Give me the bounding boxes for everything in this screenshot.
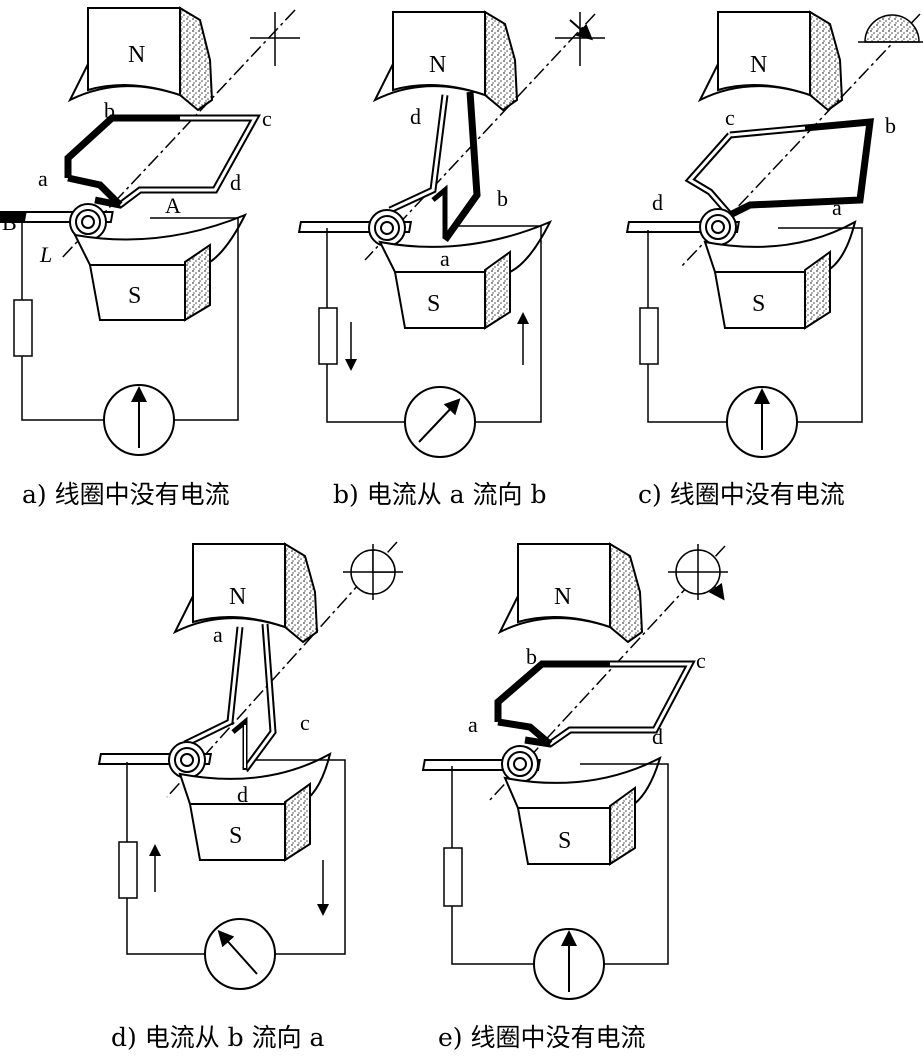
- south-label: S: [752, 291, 765, 317]
- commutator-spring: [625, 208, 741, 246]
- label-A: A: [165, 193, 181, 218]
- caption-b: b) 电流从 a 流向 b: [333, 480, 546, 509]
- south-magnet: S: [178, 752, 332, 862]
- circuit: [318, 225, 542, 458]
- label-a: a: [38, 166, 48, 191]
- circuit: [639, 227, 863, 458]
- panel-e: N S: [421, 542, 728, 1052]
- label-d: d: [230, 170, 241, 195]
- coil-loop: [183, 623, 277, 773]
- coil-loop: [388, 91, 481, 243]
- resistor: [639, 307, 659, 365]
- south-label: S: [427, 291, 440, 317]
- south-magnet: S: [73, 213, 248, 322]
- south-magnet: S: [378, 220, 553, 330]
- label-a: a: [832, 195, 842, 220]
- circuit: [13, 217, 239, 456]
- coil-loop: [494, 660, 696, 748]
- commutator-spring: [0, 203, 114, 241]
- label-d: d: [652, 190, 663, 215]
- galvanometer-needle: [418, 398, 461, 443]
- label-c: c: [696, 648, 706, 673]
- south-magnet: S: [703, 220, 857, 330]
- galvanometer-needle: [217, 930, 258, 975]
- label-b: b: [497, 186, 508, 211]
- north-label: N: [750, 52, 767, 78]
- label-c: c: [725, 105, 735, 130]
- label-b: b: [526, 644, 537, 669]
- label-d: d: [410, 104, 421, 129]
- commutator-spring: [97, 741, 213, 779]
- label-a: a: [440, 246, 450, 271]
- label-B: B: [2, 210, 17, 235]
- label-L: L: [39, 242, 52, 267]
- north-label: N: [554, 584, 571, 610]
- label-c: c: [262, 106, 272, 131]
- galvanometer: [404, 386, 476, 458]
- north-magnet: N: [497, 542, 644, 644]
- label-d: d: [652, 724, 663, 749]
- commutator-spring: [297, 209, 413, 247]
- north-label: N: [128, 42, 145, 68]
- label-a: a: [468, 712, 478, 737]
- north-magnet: N: [372, 10, 519, 112]
- coil-loop: [64, 114, 261, 209]
- panel-d: N S: [97, 541, 403, 1052]
- resistor: [13, 299, 33, 357]
- north-label: N: [429, 52, 446, 78]
- north-magnet: N: [697, 10, 844, 112]
- panel-a: N S: [0, 6, 300, 509]
- axis-cross-indicator: [250, 12, 300, 66]
- rotation-axis: [679, 13, 921, 269]
- south-label: S: [229, 823, 242, 849]
- resistor: [318, 307, 338, 365]
- coil-loop: [684, 118, 875, 219]
- label-a: a: [213, 622, 223, 647]
- north-label: N: [229, 584, 246, 610]
- circuit: [443, 763, 669, 1000]
- circuit: [118, 759, 346, 990]
- resistor: [118, 841, 138, 899]
- axis-circle-indicator: [668, 544, 728, 601]
- label-d: d: [237, 782, 248, 807]
- caption-c: c) 线圈中没有电流: [638, 480, 845, 509]
- axis-cross-indicator: [555, 12, 605, 66]
- north-magnet: N: [67, 6, 214, 112]
- axis-half-disc-indicator: [858, 14, 923, 43]
- panel-b: N S: [297, 10, 605, 509]
- label-b: b: [104, 98, 115, 123]
- caption-e: e) 线圈中没有电流: [438, 1023, 646, 1052]
- north-magnet: N: [172, 542, 319, 644]
- caption-d: d) 电流从 b 流向 a: [111, 1023, 325, 1052]
- resistor: [443, 847, 463, 907]
- axis-quarter-disc-indicator: [343, 544, 403, 600]
- south-label: S: [128, 283, 141, 309]
- label-b: b: [885, 113, 896, 138]
- south-label: S: [558, 828, 571, 854]
- label-c: c: [300, 710, 310, 735]
- caption-a: a) 线圈中没有电流: [22, 480, 230, 509]
- commutator-spring: [421, 745, 541, 783]
- panel-c: N S: [625, 10, 923, 509]
- south-magnet: S: [503, 756, 662, 866]
